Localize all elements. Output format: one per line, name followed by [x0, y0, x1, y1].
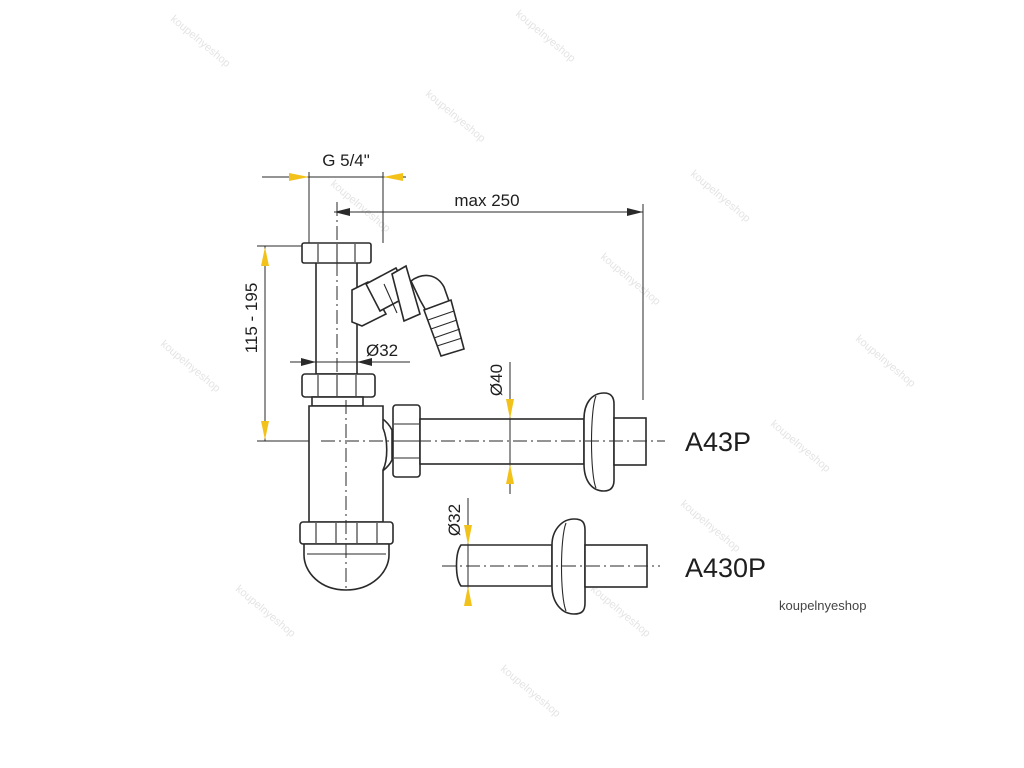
- watermark: koupelnyeshop: [678, 498, 742, 555]
- watermark: koupelnyeshop: [233, 583, 297, 640]
- pipe-diameter-dimension: Ø32: [445, 498, 472, 606]
- max-length-dimension: max 250: [334, 191, 644, 400]
- thread-size-label: G 5/4": [322, 151, 370, 170]
- outlet-pipe-a43p: [392, 392, 647, 492]
- height-dimension: 115 - 195: [242, 245, 318, 442]
- pipe-diameter-label: Ø32: [445, 504, 464, 536]
- watermark: koupelnyeshop: [588, 583, 652, 640]
- watermark: koupelnyeshop: [688, 168, 752, 225]
- watermark-layer: koupelnyeshop koupelnyeshop koupelnyesho…: [158, 8, 917, 720]
- product-code-a430p: A430P: [685, 553, 766, 583]
- watermark: koupelnyeshop: [498, 663, 562, 720]
- max-length-label: max 250: [454, 191, 519, 210]
- watermark: koupelnyeshop: [598, 251, 662, 308]
- watermark: koupelnyeshop: [768, 418, 832, 475]
- watermark: koupelnyeshop: [158, 338, 222, 395]
- watermark: koupelnyeshop: [423, 88, 487, 145]
- outlet-diameter-label: Ø40: [487, 364, 506, 396]
- watermark: koupelnyeshop: [513, 8, 577, 65]
- brand-label: koupelnyeshop: [779, 598, 867, 613]
- center-lines: [321, 202, 665, 590]
- product-code-a43p: A43P: [685, 427, 751, 457]
- watermark: koupelnyeshop: [853, 333, 917, 390]
- height-range-label: 115 - 195: [242, 283, 261, 354]
- inlet-diameter-label: Ø32: [366, 341, 398, 360]
- thread-dimension: G 5/4": [262, 151, 406, 243]
- bottle-siphon: [299, 242, 465, 591]
- inlet-diameter-dimension: Ø32: [290, 341, 410, 366]
- watermark: koupelnyeshop: [168, 13, 232, 70]
- outlet-diameter-dimension: Ø40: [487, 362, 514, 494]
